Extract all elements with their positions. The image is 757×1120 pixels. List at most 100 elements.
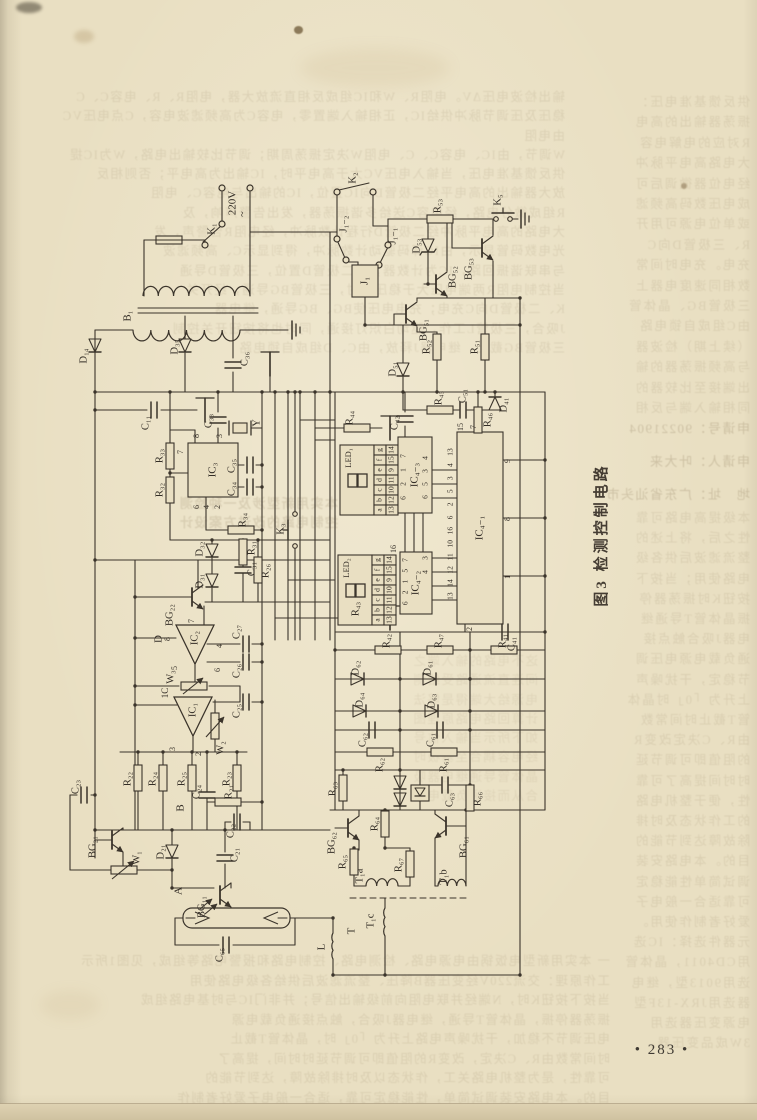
svg-text:BG₂₁: BG₂₁ [87,836,98,858]
component-term [333,235,341,243]
svg-text:LED₁: LED₁ [343,448,353,468]
svg-text:a: a [373,618,382,622]
svg-text:R₆₇: R₆₇ [393,858,404,873]
svg-text:R₆₃: R₆₃ [327,782,338,797]
svg-text:11: 11 [446,553,455,560]
component-res [473,406,483,434]
component-res [180,681,208,691]
component-cap [459,401,467,419]
component-coil [383,907,386,937]
page-edge-shadow [0,1104,757,1120]
svg-text:C₆₃: C₆₃ [444,793,455,808]
svg-text:15: 15 [385,566,394,574]
component-cap [209,416,227,424]
svg-text:C₂₅: C₂₅ [231,704,242,719]
svg-text:W₂: W₂ [215,741,226,755]
component-term [342,256,350,264]
svg-text:8: 8 [192,434,201,438]
svg-text:7: 7 [187,619,196,623]
component-cap [80,786,88,804]
component-bjt [423,271,448,297]
svg-text:c: c [373,598,382,602]
svg-text:6: 6 [399,496,408,500]
svg-text:D₆₂: D₆₂ [350,660,361,675]
svg-text:3: 3 [168,747,177,751]
svg-text:15: 15 [456,423,465,431]
svg-text:R₅₁: R₅₁ [469,340,480,354]
component-arr [111,860,135,880]
svg-text:R₃₂: R₃₂ [154,483,165,498]
svg-text:C₅₁: C₅₁ [457,389,468,403]
component-cap [242,635,250,653]
component-cap [436,721,444,739]
svg-text:10: 10 [385,586,394,594]
svg-text:BG₅₂: BG₅₂ [447,266,458,288]
svg-text:6: 6 [401,601,410,605]
svg-text:T₁b: T₁b [438,869,449,884]
svg-text:6: 6 [192,505,201,509]
component-diode [205,573,219,588]
svg-text:9: 9 [503,459,512,463]
component-term [218,184,226,192]
component-term [246,184,254,192]
component-res [366,747,394,757]
svg-text:R₄₄: R₄₄ [344,411,355,426]
svg-text:C₂₆: C₂₆ [231,664,242,679]
svg-text:T₁a: T₁a [354,868,365,883]
component-res [158,764,168,792]
component-diode [88,338,102,353]
component-diode [393,775,407,790]
component-res [227,525,255,535]
component-pbjt [199,882,232,915]
svg-text:g: g [373,558,382,562]
svg-text:T: T [346,927,358,934]
component-term [369,188,377,196]
component-cap [368,721,376,739]
svg-text:d: d [375,478,384,482]
svg-text:C₃₁: C₃₁ [246,562,257,576]
svg-text:K₅: K₅ [492,194,503,206]
svg-text:T₁c: T₁c [365,913,376,928]
component-IC₂: IC₂ [175,624,215,666]
svg-text:R₄₅: R₄₅ [433,391,444,406]
component-diode [396,362,410,377]
svg-text:B: B [175,804,187,811]
svg-text:C₄₁: C₄₁ [506,637,517,651]
component-res [187,764,197,792]
component-coil [132,329,241,342]
svg-text:5: 5 [421,482,430,486]
component-res [165,476,175,504]
component-res [343,423,371,433]
svg-text:R₅₃: R₅₃ [432,199,443,214]
svg-text:6: 6 [421,495,430,499]
svg-text:D₃₂: D₃₂ [194,541,205,556]
svg-text:R₃₁: R₃₁ [246,541,257,555]
component-cap [150,401,158,419]
svg-text:D₃₅: D₃₅ [169,339,180,354]
component-term [218,220,226,228]
component-coil [331,932,334,960]
svg-text:Y: Y [251,419,262,427]
svg-text:D₄₁: D₄₁ [498,398,509,413]
svg-text:2: 2 [401,590,410,594]
svg-text:A: A [173,887,185,895]
svg-text:R₄₇: R₄₇ [433,634,444,649]
svg-text:C₂₂: C₂₂ [225,824,236,839]
component-bjt [393,301,418,327]
component-cap [441,776,449,794]
svg-text:3: 3 [215,434,224,438]
svg-text:4: 4 [215,644,224,648]
component-bjt [99,827,124,853]
component-cap [222,936,230,954]
component-push [282,511,298,549]
svg-text:C₆₂: C₆₂ [357,733,368,748]
svg-text:BG₅₁: BG₅₁ [418,319,429,341]
component-res [214,797,242,807]
component-res [480,333,490,361]
svg-text:9: 9 [385,578,394,582]
svg-text:C₂₄: C₂₄ [191,785,202,800]
